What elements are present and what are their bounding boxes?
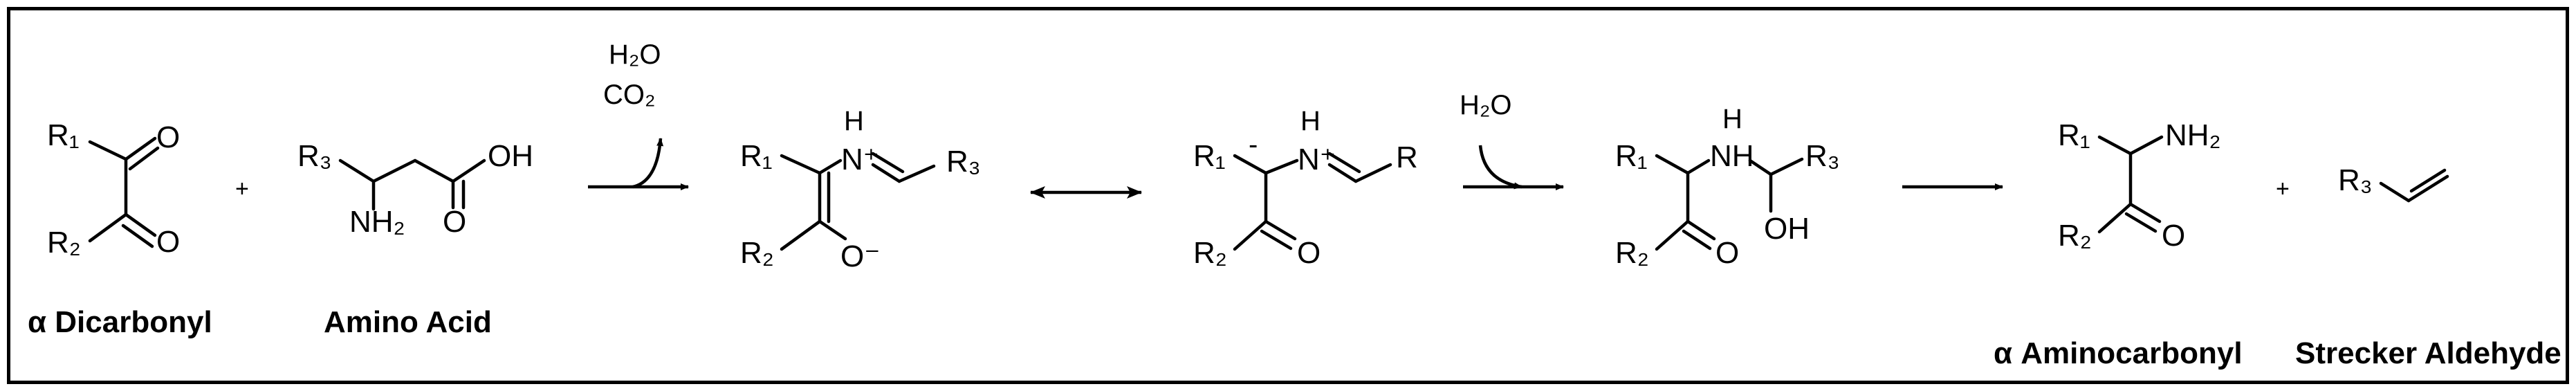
- bond: [1748, 158, 1773, 176]
- r1-label: R₁: [1615, 139, 1648, 173]
- curved-arrow-out: [632, 138, 664, 189]
- oxygen-label: O: [156, 225, 180, 259]
- bond: [2128, 202, 2162, 224]
- bond: [1655, 219, 1690, 251]
- caption-amino-acid: Amino Acid: [324, 305, 492, 339]
- oxygen-label: O: [156, 120, 180, 154]
- r2-label: R₂: [1193, 236, 1227, 270]
- n-plus-label: N⁺: [841, 143, 879, 176]
- bond: [1233, 219, 1268, 251]
- imine-enolate-molecule: R₁ H N⁺ R₃ R₂ O⁻: [740, 106, 981, 273]
- arrow-hydrolysis: H₂O: [1460, 90, 1564, 190]
- r3-label: R₃: [2338, 163, 2373, 197]
- n-label: NH: [1710, 139, 1754, 173]
- bond: [818, 219, 847, 241]
- bond: [88, 212, 128, 243]
- bond: [371, 158, 417, 183]
- bond: [897, 164, 936, 183]
- caption-aminocarbonyl: α Aminocarbonyl: [1994, 336, 2243, 370]
- bond: [88, 140, 128, 161]
- r2-label: R₂: [2058, 219, 2092, 253]
- bond: [1264, 158, 1299, 175]
- bond: [818, 158, 843, 175]
- bond: [2097, 202, 2133, 234]
- bond: [1354, 163, 1392, 183]
- r1-label: R₁: [2058, 118, 2090, 152]
- bond: [2124, 212, 2158, 233]
- h-label: H: [1300, 106, 1321, 136]
- r3-label: R₃: [297, 139, 332, 173]
- r1-label: R₁: [1193, 139, 1226, 173]
- bond: [124, 136, 157, 161]
- curved-arrow-in: [1478, 145, 1522, 190]
- bond: [780, 219, 822, 251]
- nh2-label: NH₂: [2165, 118, 2221, 152]
- oxygen-label: O: [1715, 236, 1739, 270]
- oxygen-label: O: [1297, 236, 1321, 270]
- oh-label: OH: [1764, 212, 1810, 246]
- h-label: H: [844, 106, 864, 136]
- r3-label: R₃: [946, 145, 981, 179]
- r3-label: R₃: [1805, 139, 1840, 173]
- caption-strecker-aldehyde: Strecker Aldehyde: [2295, 336, 2561, 370]
- arrow-decarboxylation: H₂O CO₂: [588, 39, 689, 190]
- bond: [1264, 219, 1297, 241]
- carbinolamine-molecule: R₁ H NH R₃ OH R₂ O: [1615, 104, 1840, 270]
- bond: [780, 154, 822, 175]
- bond: [1327, 152, 1361, 174]
- bond: [1686, 219, 1716, 241]
- r-label: R: [1396, 140, 1418, 174]
- dicarbonyl-molecule: R₁ R₂ O O: [47, 118, 180, 260]
- r2-label: R₂: [47, 226, 81, 260]
- bond: [2097, 135, 2133, 156]
- minus-label: -: [1249, 129, 1258, 160]
- bond: [413, 158, 455, 183]
- bond: [871, 152, 905, 174]
- amino-acid-molecule: R₃ NH₂ OH O: [297, 139, 533, 239]
- r2-label: R₂: [740, 236, 774, 270]
- plus-sign: +: [2276, 176, 2290, 202]
- h-label: H: [1722, 104, 1742, 134]
- r1-label: R₁: [740, 139, 773, 173]
- bond: [2409, 168, 2447, 193]
- bond: [1260, 229, 1293, 251]
- bond: [121, 224, 154, 248]
- bond: [1769, 157, 1804, 176]
- aminocarbonyl-molecule: R₁ NH₂ R₂ O: [2058, 118, 2221, 253]
- bond: [2128, 135, 2164, 156]
- bond: [2407, 174, 2449, 203]
- bond: [451, 158, 486, 183]
- co2-loss-label: CO₂: [603, 80, 656, 110]
- r1-label: R₁: [47, 118, 80, 152]
- carbanion-iminium-molecule: R₁ - H N⁺ R R₂ O: [1193, 106, 1418, 270]
- bond: [1682, 229, 1712, 251]
- bond: [871, 163, 901, 183]
- bond: [128, 146, 160, 171]
- water-add-label: H₂O: [1460, 90, 1512, 120]
- plus-sign: +: [235, 176, 249, 202]
- scheme-frame: [7, 7, 2569, 384]
- bond: [2379, 181, 2411, 203]
- oxygen-label: O: [2162, 219, 2185, 253]
- strecker-aldehyde-molecule: R₃: [2338, 163, 2449, 203]
- water-loss-label: H₂O: [609, 39, 661, 70]
- caption-dicarbonyl: α Dicarbonyl: [28, 305, 212, 339]
- bond: [338, 158, 376, 183]
- bond: [124, 212, 157, 237]
- bond: [1233, 154, 1268, 175]
- r2-label: R₂: [1615, 236, 1649, 270]
- bond: [1327, 163, 1358, 183]
- bond: [1686, 158, 1711, 175]
- bond: [1655, 154, 1690, 175]
- oh-label: OH: [488, 139, 533, 173]
- o-minus-label: O⁻: [840, 239, 880, 273]
- n-plus-label: N⁺: [1298, 143, 1336, 176]
- oxygen-label: O: [443, 205, 466, 239]
- nh2-label: NH₂: [349, 205, 405, 239]
